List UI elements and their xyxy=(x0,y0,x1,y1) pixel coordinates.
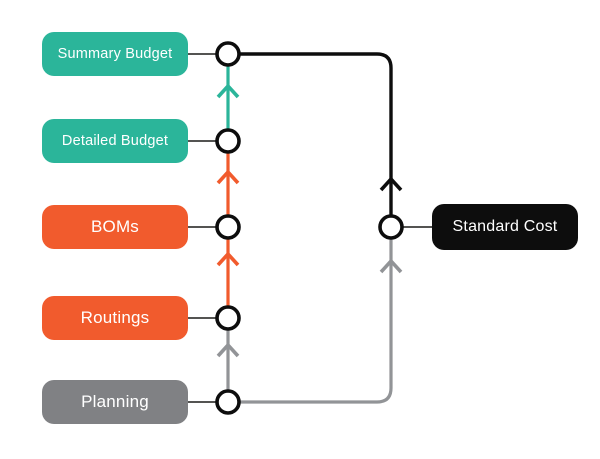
arrow-up-icon-orange-2 xyxy=(216,251,240,267)
edge-standardcost-to-summary-line xyxy=(228,52,393,227)
port-circle-summary-budget xyxy=(215,41,241,67)
node-standard-cost-label: Standard Cost xyxy=(452,218,558,235)
node-detailed-budget: Detailed Budget xyxy=(42,119,188,163)
arrow-up-icon-orange-1 xyxy=(216,169,240,185)
edge-planning-to-standardcost-line xyxy=(228,227,393,404)
node-boms: BOMs xyxy=(42,205,188,249)
port-circle-routings xyxy=(215,305,241,331)
port-circle-planning xyxy=(215,389,241,415)
node-detailed-budget-label: Detailed Budget xyxy=(61,133,169,149)
node-summary-budget-label: Summary Budget xyxy=(57,46,173,62)
node-routings-label: Routings xyxy=(80,308,150,327)
node-standard-cost: Standard Cost xyxy=(432,204,578,250)
node-boms-label: BOMs xyxy=(90,217,140,236)
node-planning: Planning xyxy=(42,380,188,424)
port-circle-standard-cost xyxy=(378,214,404,240)
arrow-up-icon-black-right xyxy=(379,176,403,192)
port-circle-boms xyxy=(215,214,241,240)
arrow-up-icon-teal xyxy=(216,83,240,99)
node-routings: Routings xyxy=(42,296,188,340)
arrow-up-icon-gray-right xyxy=(379,258,403,274)
port-circle-detailed-budget xyxy=(215,128,241,154)
node-summary-budget: Summary Budget xyxy=(42,32,188,76)
arrow-up-icon-gray-left xyxy=(216,342,240,358)
node-planning-label: Planning xyxy=(81,392,149,411)
